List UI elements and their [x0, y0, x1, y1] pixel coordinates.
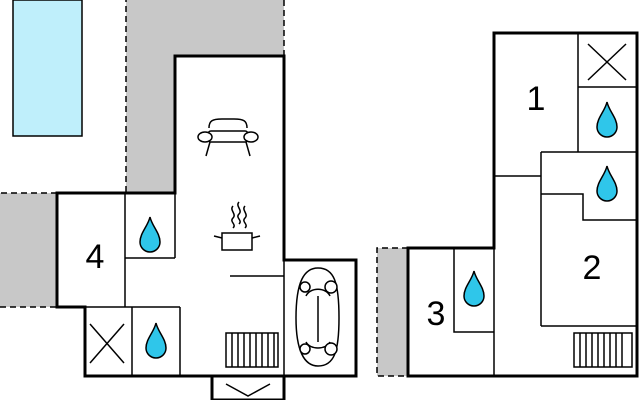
toilet-icon [89, 323, 125, 364]
stairs-icon [225, 332, 279, 368]
room-label-2: 2 [583, 249, 602, 287]
terrace-top [125, 0, 285, 192]
terrace-left [0, 192, 57, 308]
stairs-icon [573, 332, 633, 368]
water-drop-icon [145, 322, 167, 359]
cooking-pot-icon [213, 201, 261, 251]
door-icon [225, 383, 271, 397]
car-icon [295, 267, 340, 367]
water-drop-icon [463, 270, 485, 307]
room-label-3: 3 [427, 295, 446, 333]
entrance-door [210, 374, 286, 400]
room-label-4: 4 [86, 238, 105, 276]
terrace-right [376, 247, 408, 377]
room-label-1: 1 [527, 80, 546, 118]
water-drop-icon [596, 101, 618, 138]
building-right [406, 31, 639, 378]
toilet-icon [587, 43, 627, 81]
sofa-icon [197, 118, 259, 157]
building-left [55, 54, 358, 378]
water-drop-icon [596, 165, 618, 202]
water-drop-icon [139, 216, 161, 253]
pool-area [12, 0, 83, 137]
